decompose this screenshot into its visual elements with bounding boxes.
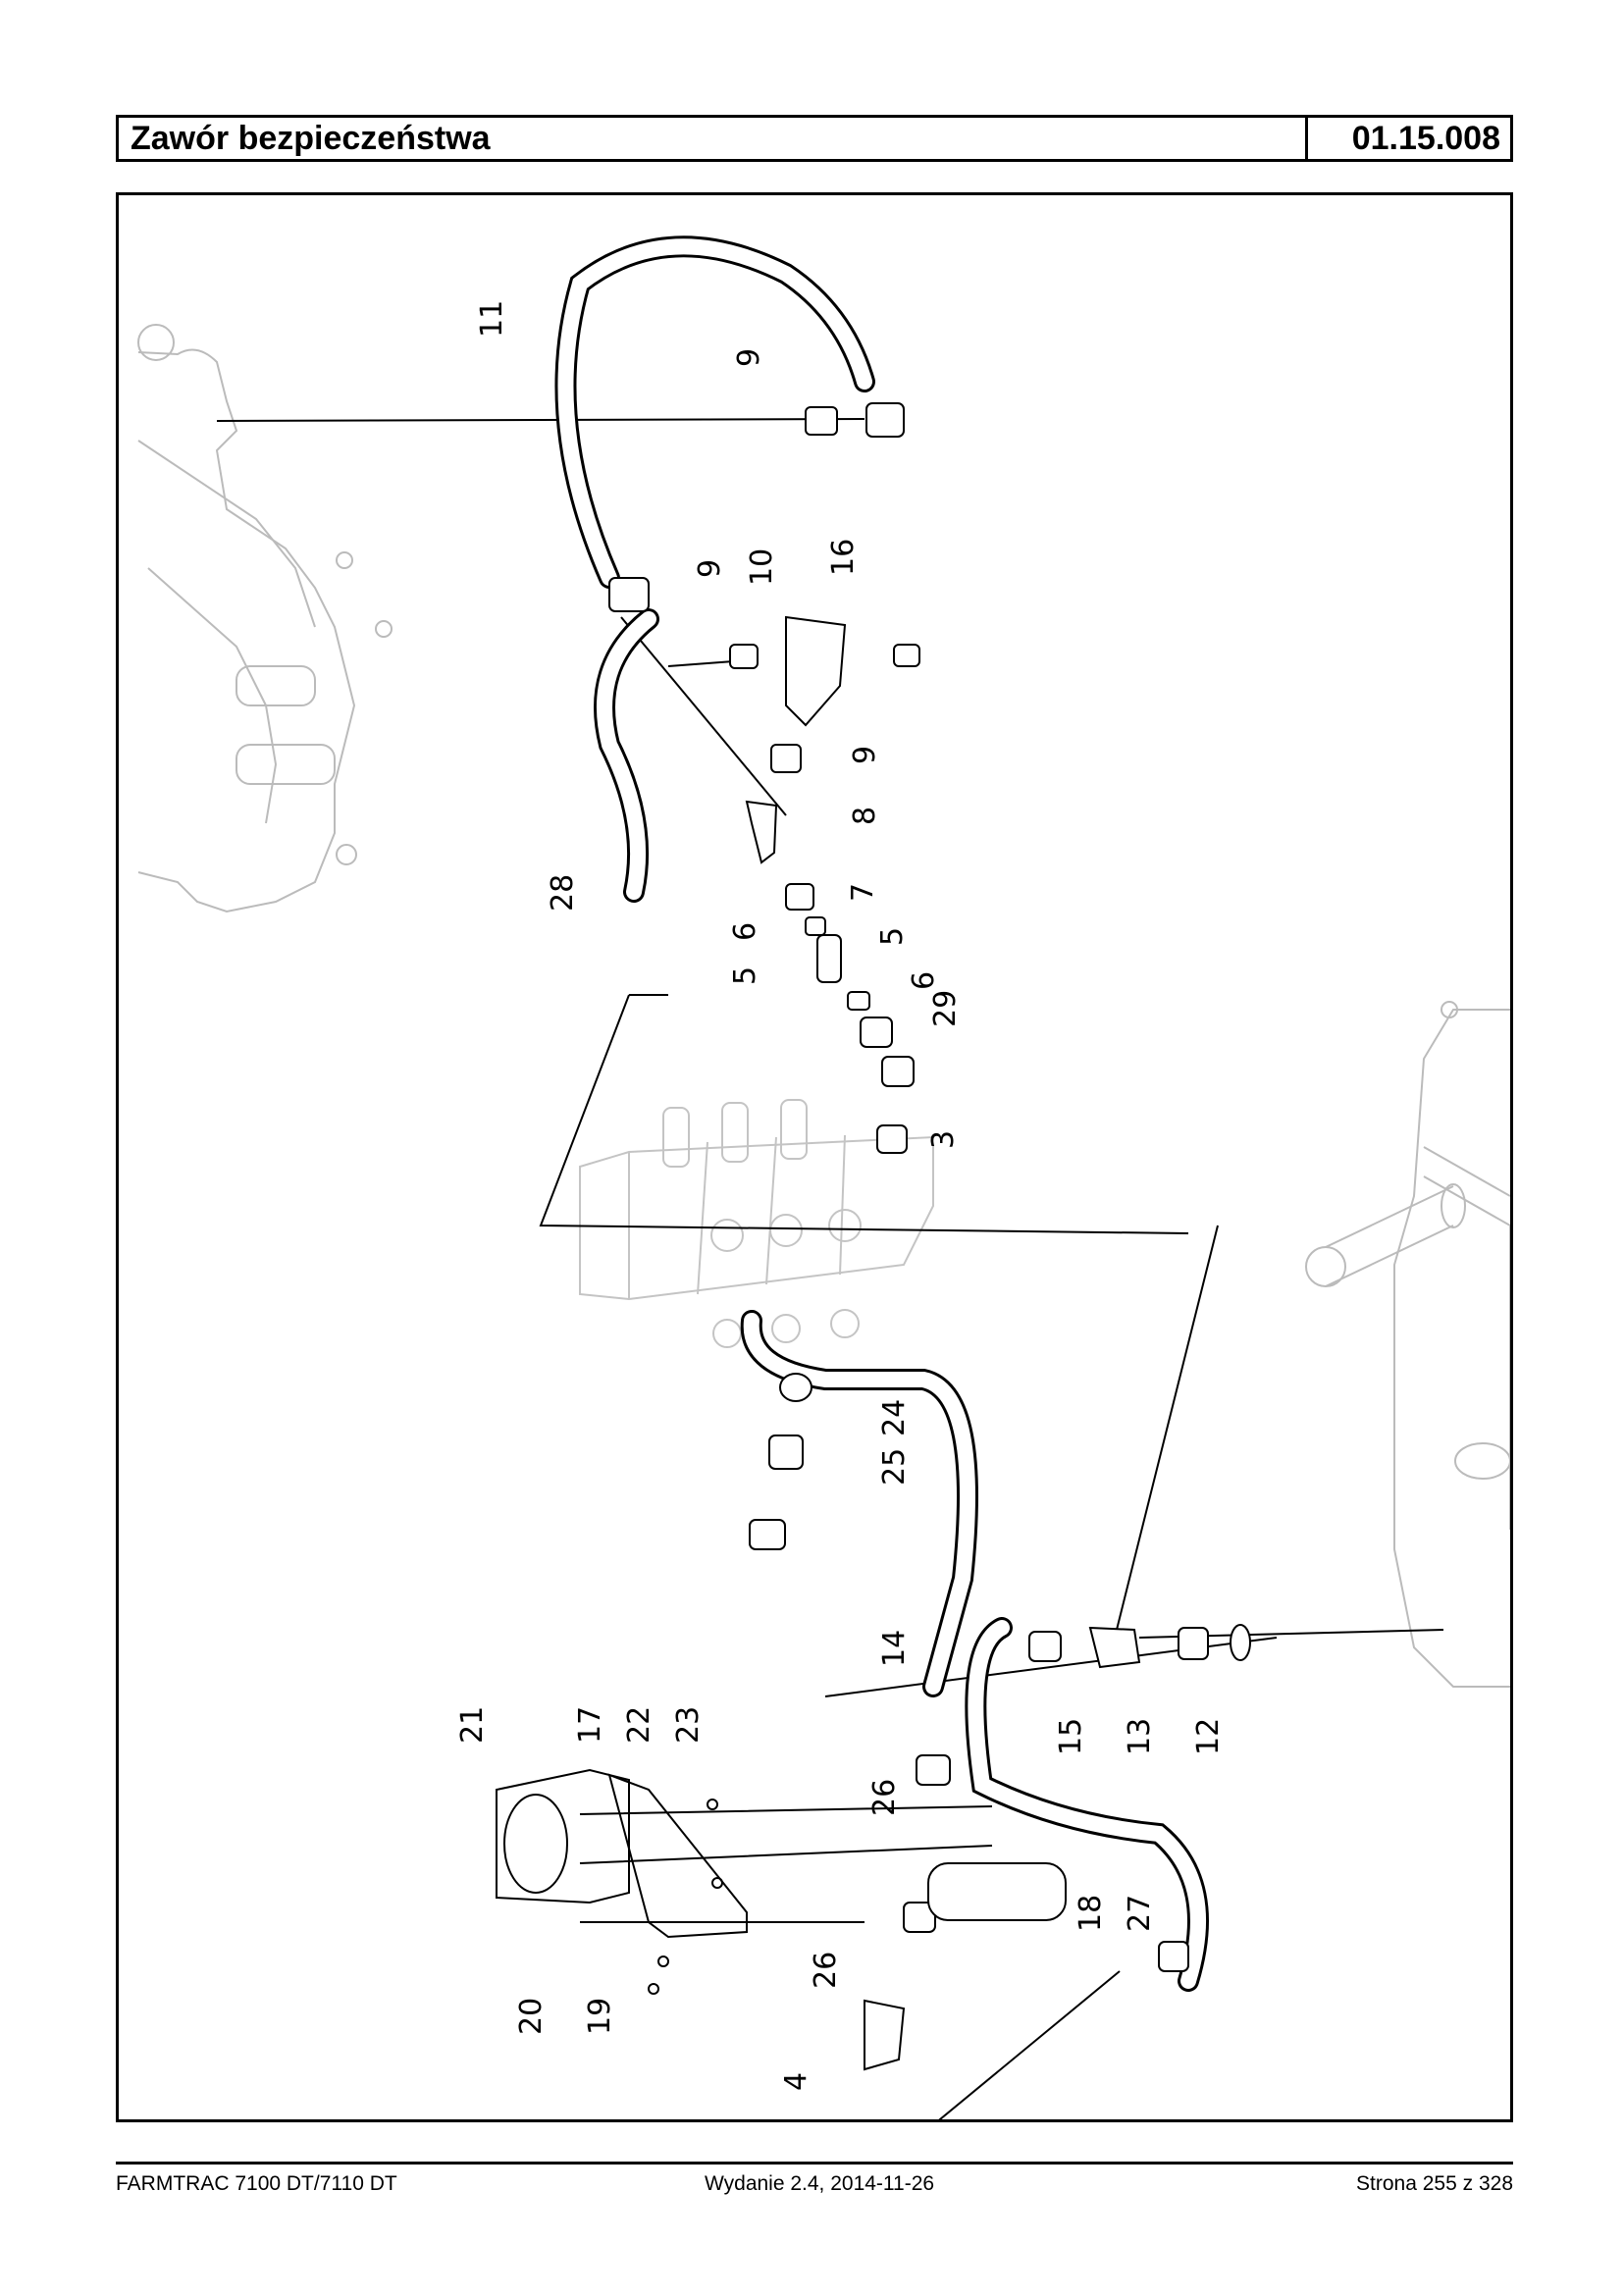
footer-model: FARMTRAC 7100 DT/7110 DT bbox=[116, 2172, 397, 2195]
footer-divider bbox=[116, 2162, 1513, 2165]
callout-label: 26 bbox=[867, 1779, 902, 1816]
transmission-housing-right bbox=[1305, 1001, 1510, 1688]
callout-label: 29 bbox=[928, 990, 963, 1027]
callout-label: 3 bbox=[926, 1130, 961, 1149]
transmission-housing-left bbox=[137, 324, 393, 913]
callout-label: 23 bbox=[671, 1706, 706, 1744]
callout-label: 25 bbox=[877, 1448, 912, 1486]
callout-label: 7 bbox=[846, 883, 880, 902]
callout-label: 13 bbox=[1123, 1718, 1157, 1755]
hoses bbox=[554, 235, 1209, 1992]
callout-label: 9 bbox=[732, 348, 766, 367]
callout-label: 9 bbox=[693, 559, 727, 578]
control-valve-block bbox=[579, 1099, 934, 1348]
fittings bbox=[608, 402, 1251, 2071]
callout-label: 10 bbox=[745, 548, 779, 586]
flange-and-bracket bbox=[496, 1768, 748, 1995]
callout-label: 9 bbox=[848, 746, 882, 764]
callout-labels: 11 9 9 10 16 9 8 28 7 6 5 5 6 29 3 24 25… bbox=[455, 300, 1226, 2091]
callout-label: 16 bbox=[826, 539, 861, 576]
callout-label: 24 bbox=[877, 1399, 912, 1436]
diagram-frame: 11 9 9 10 16 9 8 28 7 6 5 5 6 29 3 24 25… bbox=[116, 192, 1513, 2122]
callout-label: 5 bbox=[875, 927, 910, 946]
callout-label: 15 bbox=[1054, 1718, 1088, 1755]
footer-edition: Wydanie 2.4, 2014-11-26 bbox=[705, 2172, 935, 2195]
page-header: Zawór bezpieczeństwa 01.15.008 bbox=[116, 115, 1513, 162]
page-title: Zawór bezpieczeństwa bbox=[131, 119, 491, 157]
footer-page-number: Strona 255 z 328 bbox=[1356, 2172, 1513, 2195]
callout-label: 22 bbox=[622, 1706, 656, 1744]
callout-label: 6 bbox=[728, 922, 762, 941]
section-code: 01.15.008 bbox=[1305, 118, 1510, 159]
callout-label: 19 bbox=[583, 1998, 617, 2035]
hoses-inner bbox=[557, 238, 1206, 1989]
callout-label: 26 bbox=[809, 1952, 843, 1989]
callout-label: 18 bbox=[1074, 1895, 1108, 1932]
callout-label: 12 bbox=[1191, 1718, 1226, 1755]
callout-label: 11 bbox=[475, 300, 509, 338]
callout-label: 20 bbox=[514, 1998, 549, 2035]
callout-label: 8 bbox=[848, 807, 882, 825]
callout-label: 28 bbox=[546, 874, 580, 912]
callout-label: 21 bbox=[455, 1706, 490, 1744]
callout-label: 4 bbox=[779, 2072, 813, 2091]
parts-diagram: 11 9 9 10 16 9 8 28 7 6 5 5 6 29 3 24 25… bbox=[137, 235, 1510, 2119]
callout-label: 6 bbox=[907, 971, 941, 990]
callout-label: 5 bbox=[728, 966, 762, 985]
page-footer: FARMTRAC 7100 DT/7110 DT Wydanie 2.4, 20… bbox=[116, 2172, 1513, 2196]
callout-label: 17 bbox=[573, 1706, 607, 1744]
callout-label: 14 bbox=[877, 1630, 912, 1667]
callout-label: 27 bbox=[1123, 1895, 1157, 1932]
